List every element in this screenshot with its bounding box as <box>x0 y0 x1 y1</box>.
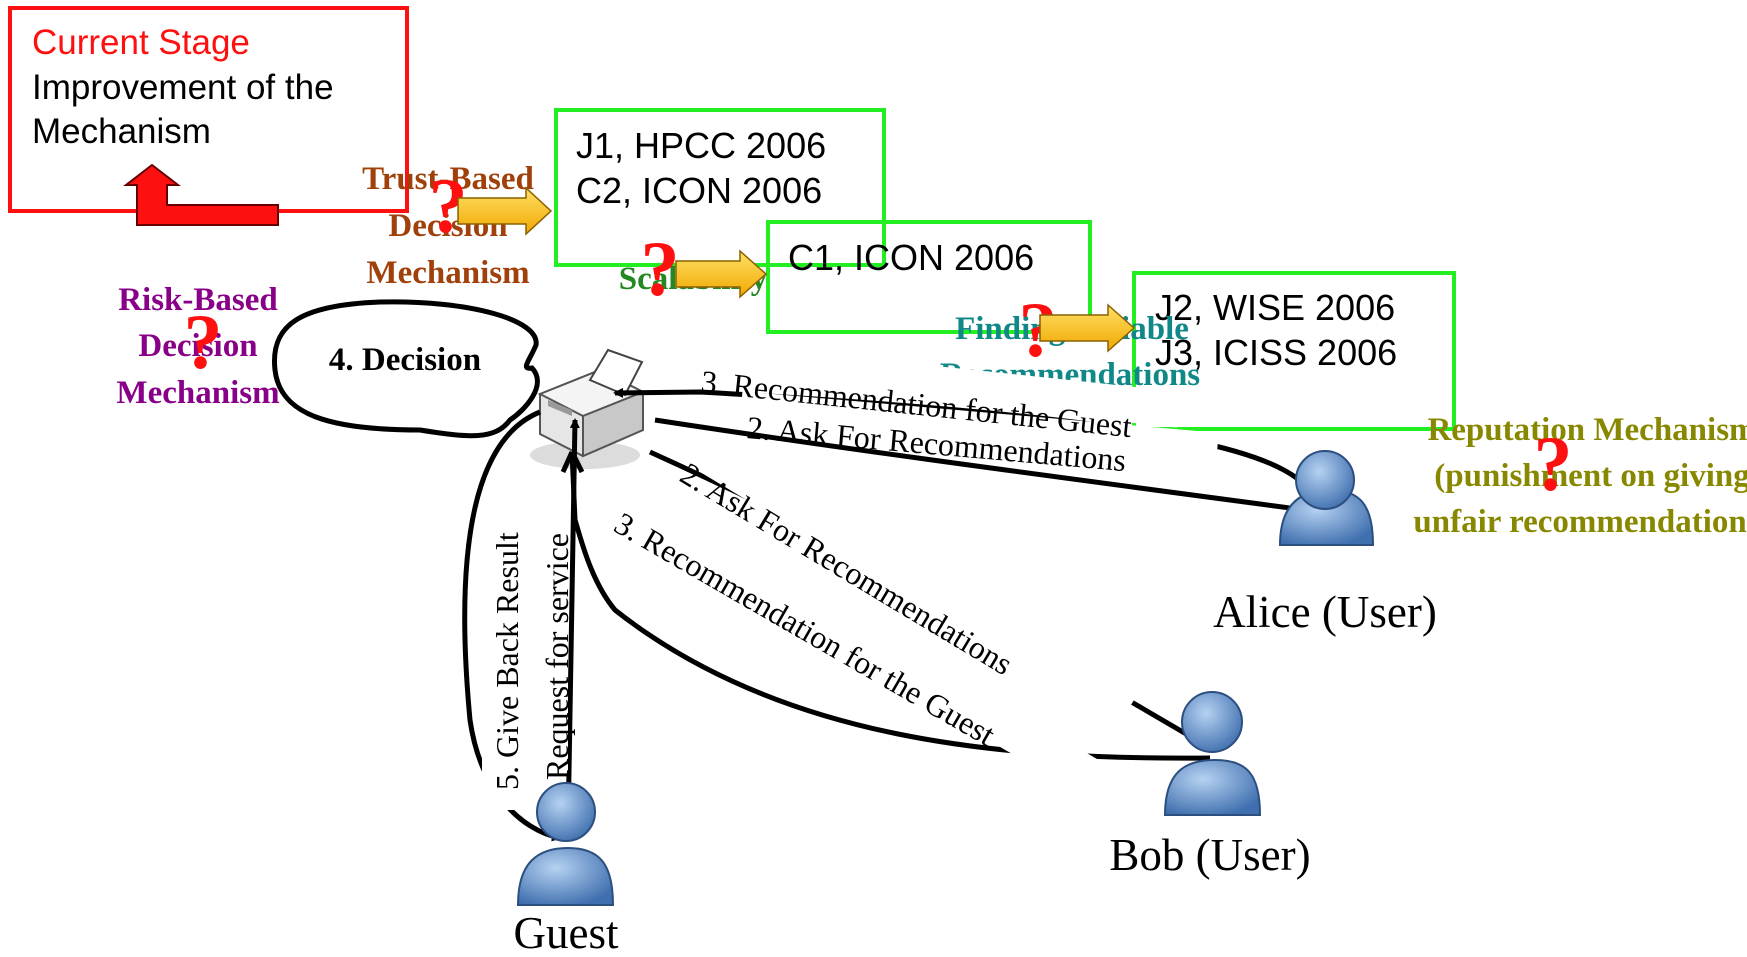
reputation-topic: Reputation Mechanism (punishment on givi… <box>1413 412 1747 540</box>
decision-label: 4. Decision <box>329 342 481 378</box>
current-stage-heading: Current Stage <box>32 23 250 62</box>
yellow-arrow-trust <box>457 186 553 236</box>
scalability-question-mark: ? <box>641 225 680 312</box>
risk-line1: Risk-Based <box>118 282 278 318</box>
flow-label-give-back: 5. Give Back Result <box>489 532 525 790</box>
current-stage-box: Current Stage Improvement of the Mechani… <box>8 6 409 213</box>
pub-j1-hpcc: J1, HPCC 2006 <box>576 125 826 166</box>
label-halo-2 <box>739 391 1219 469</box>
trust-line1: Trust-Based <box>362 161 534 197</box>
reputation-line3: unfair recommendations) <box>1413 504 1747 540</box>
label-halo-4 <box>621 495 1109 799</box>
label-halo-5 <box>532 485 568 775</box>
guest-label: Guest <box>514 908 619 957</box>
guest-user-icon <box>516 782 615 906</box>
bob-label: Bob (User) <box>1109 830 1310 880</box>
pub-j2-wise: J2, WISE 2006 <box>1155 287 1395 328</box>
yellow-arrow-scalability <box>675 249 768 299</box>
pub-j3-iciss: J3, ICISS 2006 <box>1155 332 1397 373</box>
alice-label: Alice (User) <box>1213 587 1437 637</box>
current-stage-line1: Improvement of the <box>32 68 334 107</box>
reputation-question-mark: ? <box>1534 420 1573 507</box>
label-halo-1 <box>689 340 1181 428</box>
trust-line3: Mechanism <box>366 255 529 291</box>
yellow-arrow-finding <box>1039 303 1136 353</box>
pub-c2-icon: C2, ICON 2006 <box>576 170 822 211</box>
pub-c1-icon: C1, ICON 2006 <box>788 237 1034 278</box>
reputation-line2: (punishment on giving <box>1434 458 1747 494</box>
flow-label-request: 1. Request for service <box>539 533 575 812</box>
red-up-arrow <box>123 163 279 226</box>
publication-box-1: J1, HPCC 2006 C2, ICON 2006 <box>554 108 886 267</box>
current-stage-line2: Mechanism <box>32 112 211 151</box>
decision-bubble <box>271 299 540 439</box>
risk-based-topic: Risk-Based Decision Mechanism ? <box>116 282 279 411</box>
bob-user-icon <box>1163 691 1262 816</box>
label-halo-3 <box>690 433 1140 725</box>
server-printer-icon <box>530 348 646 469</box>
label-halo-6 <box>482 520 518 810</box>
reputation-line1: Reputation Mechanism <box>1427 412 1747 448</box>
trust-based-topic: Trust-Based Decision Mechanism ? <box>362 161 534 291</box>
risk-line3: Mechanism <box>116 375 279 411</box>
publication-box-3: J2, WISE 2006 J3, ICISS 2006 <box>1132 271 1456 431</box>
publication-box-2: C1, ICON 2006 <box>766 220 1092 334</box>
risk-line2: Decision <box>138 328 257 364</box>
risk-question-mark: ? <box>184 298 223 385</box>
alice-user-icon <box>1278 450 1375 546</box>
